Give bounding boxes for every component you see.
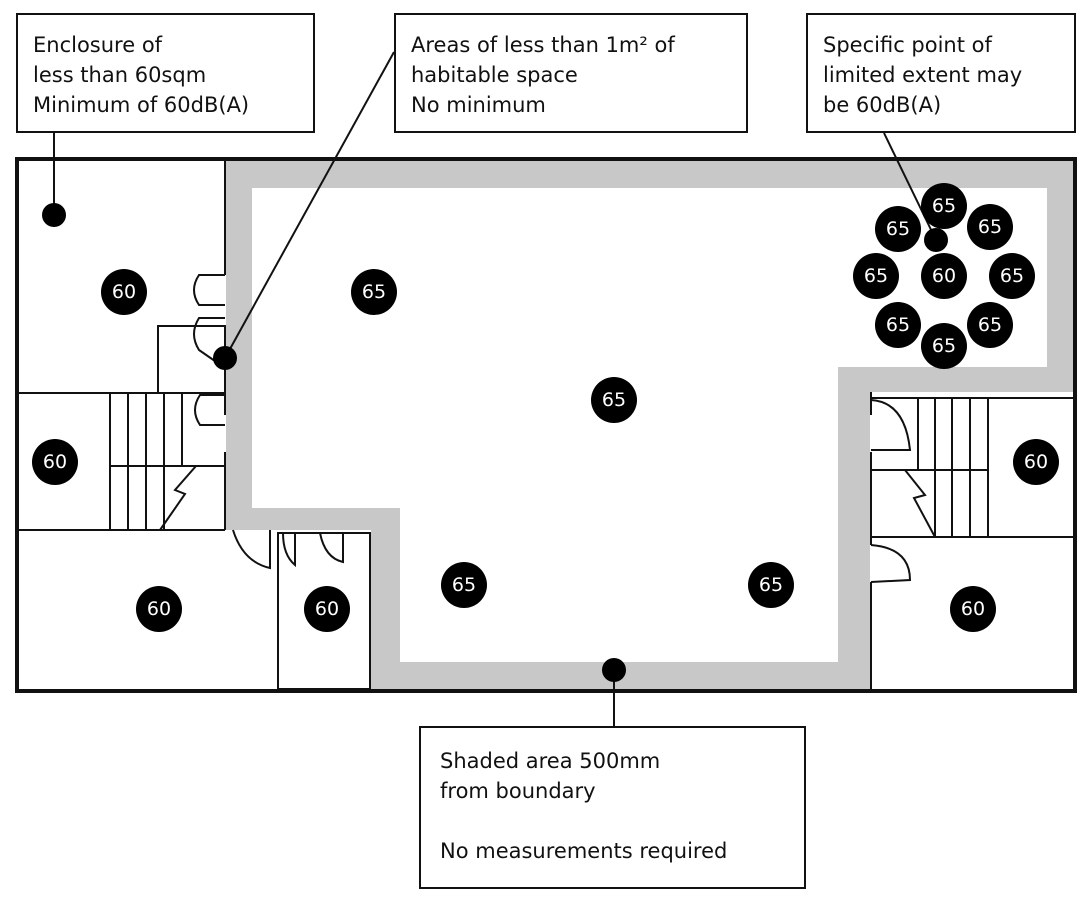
interior-walls	[17, 160, 1075, 690]
svg-text:65: 65	[978, 216, 1002, 238]
badge-ring-left: 65	[853, 253, 899, 299]
badge-main-bottom-left: 65	[441, 562, 487, 608]
small-area-marker-dot	[213, 346, 237, 370]
noise-level-badges: 65 65 65 65 60 60 60 60 60 60 60 65 65 6…	[32, 183, 1059, 632]
badge-ring-center: 60	[921, 253, 967, 299]
badge-main-top: 65	[351, 269, 397, 315]
badge-ring-top-right: 65	[967, 204, 1013, 250]
shaded-boundary-zone	[226, 160, 1076, 690]
badge-left-stair-room: 60	[32, 439, 78, 485]
svg-text:60: 60	[315, 598, 339, 620]
svg-text:65: 65	[886, 314, 910, 336]
callout-specific-point: Specific point of limited extent may be …	[806, 13, 1076, 133]
callout-small-area: Areas of less than 1m² of habitable spac…	[394, 13, 748, 133]
badge-top-left-room: 60	[101, 269, 147, 315]
badge-ring-right: 65	[989, 253, 1035, 299]
svg-text:60: 60	[932, 265, 956, 287]
boundary-marker-dot	[602, 658, 626, 682]
svg-text:65: 65	[362, 281, 386, 303]
svg-text:65: 65	[978, 314, 1002, 336]
badge-main-bottom-right: 65	[748, 562, 794, 608]
badge-ring-bottom: 65	[921, 323, 967, 369]
badge-ring-bottom-right: 65	[967, 302, 1013, 348]
badge-ring-top-left: 65	[875, 206, 921, 252]
badge-ring-bottom-left: 65	[875, 302, 921, 348]
svg-text:60: 60	[147, 598, 171, 620]
badge-bottom-small-room: 60	[304, 586, 350, 632]
badge-right-stair-room: 60	[1013, 439, 1059, 485]
svg-text:65: 65	[759, 574, 783, 596]
badge-bottom-left-room: 60	[136, 586, 182, 632]
callout-shaded-area: Shaded area 500mm from boundary No measu…	[419, 726, 806, 889]
badge-main-center: 65	[591, 377, 637, 423]
callout-enclosure: Enclosure of less than 60sqm Minimum of …	[16, 13, 315, 133]
svg-text:60: 60	[961, 598, 985, 620]
right-staircase	[871, 398, 989, 538]
svg-text:60: 60	[43, 451, 67, 473]
svg-text:65: 65	[932, 195, 956, 217]
svg-text:60: 60	[112, 281, 136, 303]
svg-text:65: 65	[602, 389, 626, 411]
svg-text:65: 65	[886, 218, 910, 240]
door-swings	[193, 274, 912, 583]
specific-point-marker-dot	[924, 228, 948, 252]
badge-ring-top: 65	[921, 183, 967, 229]
svg-text:65: 65	[452, 574, 476, 596]
badge-bottom-right-room: 60	[950, 586, 996, 632]
svg-text:65: 65	[932, 335, 956, 357]
left-staircase	[109, 393, 225, 531]
leader-lines	[53, 51, 937, 726]
building-outline	[15, 157, 1077, 693]
svg-text:65: 65	[1000, 265, 1024, 287]
svg-text:60: 60	[1024, 451, 1048, 473]
svg-text:65: 65	[864, 265, 888, 287]
enclosure-marker-dot	[42, 203, 66, 227]
